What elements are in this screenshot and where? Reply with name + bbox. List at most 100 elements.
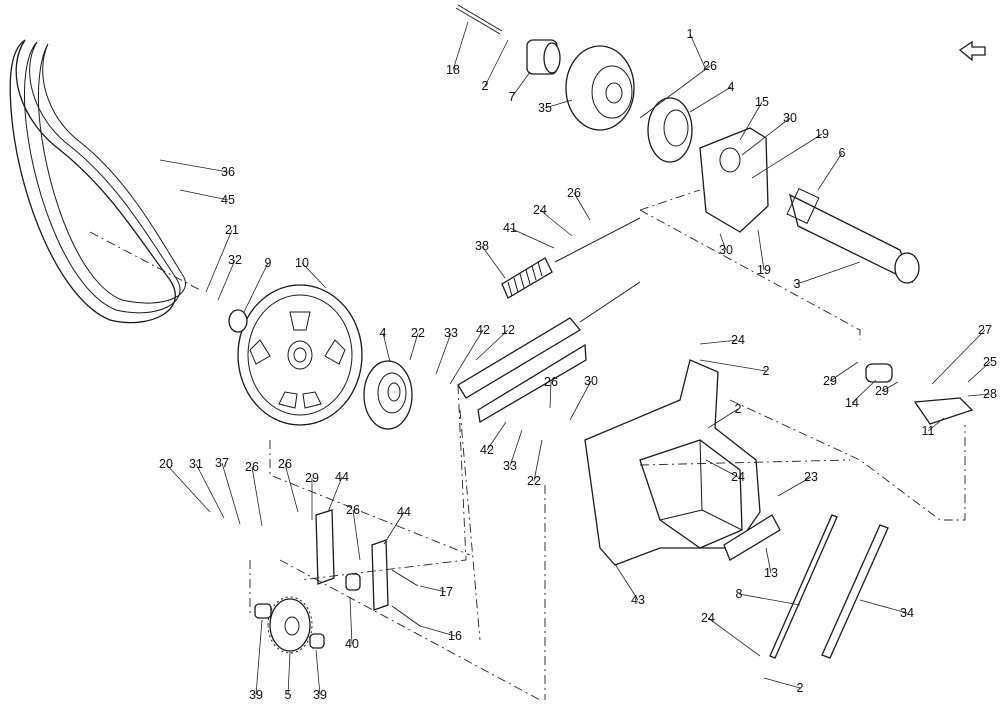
leader-line bbox=[486, 421, 507, 451]
part-callout-label: 33 bbox=[503, 459, 517, 473]
part-callout-label: 34 bbox=[900, 606, 914, 620]
part-callout-label: 40 bbox=[345, 637, 359, 651]
leader-line bbox=[931, 329, 986, 385]
part-callout-label: 3 bbox=[794, 277, 801, 291]
large-sprocket bbox=[237, 284, 363, 426]
leader-line bbox=[165, 463, 211, 513]
leader-line bbox=[967, 393, 991, 397]
leader-line bbox=[719, 233, 727, 251]
leader-line bbox=[243, 262, 269, 313]
leader-line bbox=[738, 593, 801, 606]
part-callout-label: 39 bbox=[313, 688, 327, 702]
part-callout-label: 15 bbox=[755, 95, 769, 109]
washer-disc bbox=[228, 309, 248, 333]
leader-line bbox=[419, 585, 447, 593]
leader-line bbox=[509, 227, 555, 249]
leader-line bbox=[689, 86, 732, 113]
part-callout-label: 4 bbox=[380, 326, 387, 340]
part-callout-label: 42 bbox=[480, 443, 494, 457]
part-callout-label: 29 bbox=[875, 384, 889, 398]
part-callout-label: 42 bbox=[476, 323, 490, 337]
leader-line bbox=[796, 261, 861, 285]
part-callout-label: 19 bbox=[757, 263, 771, 277]
part-callout-label: 24 bbox=[701, 611, 715, 625]
rod-8 bbox=[769, 514, 838, 659]
leader-line bbox=[707, 408, 739, 429]
part-callout-label: 30 bbox=[783, 111, 797, 125]
part-callout-label: 26 bbox=[346, 503, 360, 517]
leader-line bbox=[614, 563, 639, 601]
part-callout-label: 44 bbox=[397, 505, 411, 519]
part-callout-label: 26 bbox=[544, 375, 558, 389]
part-callout-label: 25 bbox=[983, 355, 997, 369]
hub-sleeve bbox=[526, 39, 561, 75]
part-callout-label: 26 bbox=[703, 59, 717, 73]
part-callout-label: 18 bbox=[446, 63, 460, 77]
drive-shaft bbox=[786, 187, 920, 284]
leader-line bbox=[757, 229, 765, 271]
leader-line bbox=[511, 71, 531, 98]
part-callout-label: 2 bbox=[797, 681, 804, 695]
part-callout-label: 33 bbox=[444, 326, 458, 340]
part-callout-label: 2 bbox=[735, 402, 742, 416]
part-callout-label: 4 bbox=[728, 80, 735, 94]
bolt-17 bbox=[391, 569, 419, 587]
part-callout-label: 24 bbox=[731, 470, 745, 484]
leader-line bbox=[859, 599, 908, 614]
leader-line bbox=[449, 329, 484, 385]
upper-sprocket bbox=[565, 45, 635, 131]
leader-line bbox=[569, 380, 592, 421]
part-callout-label: 45 bbox=[221, 193, 235, 207]
part-callout-label: 8 bbox=[736, 587, 743, 601]
leader-line bbox=[255, 619, 263, 696]
part-callout-label: 41 bbox=[503, 221, 517, 235]
leader-line bbox=[765, 547, 772, 574]
threaded-rod bbox=[821, 524, 889, 659]
leader-line bbox=[287, 651, 291, 696]
part-callout-label: 31 bbox=[189, 457, 203, 471]
leader-line bbox=[452, 21, 469, 71]
leader-line bbox=[639, 65, 711, 119]
leader-line bbox=[851, 379, 877, 404]
leader-line bbox=[217, 259, 236, 301]
part-callout-label: 37 bbox=[215, 456, 229, 470]
spacer-right bbox=[309, 633, 325, 649]
leader-line bbox=[481, 245, 506, 279]
leader-line bbox=[251, 466, 263, 527]
leader-line bbox=[159, 159, 229, 173]
leader-line bbox=[739, 101, 763, 141]
flange-bearing-upper bbox=[647, 97, 693, 163]
part-callout-label: 26 bbox=[245, 460, 259, 474]
leader-line bbox=[699, 359, 767, 372]
part-callout-label: 1 bbox=[687, 27, 694, 41]
leader-line bbox=[927, 417, 945, 432]
leader-line bbox=[549, 381, 552, 409]
part-callout-label: 2 bbox=[763, 364, 770, 378]
part-callout-label: 30 bbox=[719, 243, 733, 257]
part-callout-label: 32 bbox=[228, 253, 242, 267]
leader-line bbox=[689, 33, 707, 71]
tension-spring bbox=[501, 257, 553, 299]
leader-line bbox=[573, 192, 591, 221]
idler-bracket-right bbox=[371, 539, 389, 611]
part-callout-label: 28 bbox=[983, 387, 997, 401]
leader-line bbox=[484, 39, 509, 87]
main-frame bbox=[584, 359, 761, 566]
part-callout-label: 16 bbox=[448, 629, 462, 643]
leader-line bbox=[409, 332, 419, 361]
part-callout-label: 22 bbox=[527, 474, 541, 488]
part-callout-label: 39 bbox=[249, 688, 263, 702]
part-callout-label: 7 bbox=[509, 90, 516, 104]
leader-line bbox=[817, 152, 843, 191]
part-callout-label: 21 bbox=[225, 223, 239, 237]
part-callout-label: 24 bbox=[731, 333, 745, 347]
part-callout-label: 36 bbox=[221, 165, 235, 179]
idler-roller bbox=[345, 573, 361, 591]
leader-line bbox=[751, 133, 823, 179]
leader-line bbox=[699, 339, 739, 345]
small-sprocket bbox=[267, 596, 313, 654]
flange-bearing-lower bbox=[363, 360, 413, 430]
